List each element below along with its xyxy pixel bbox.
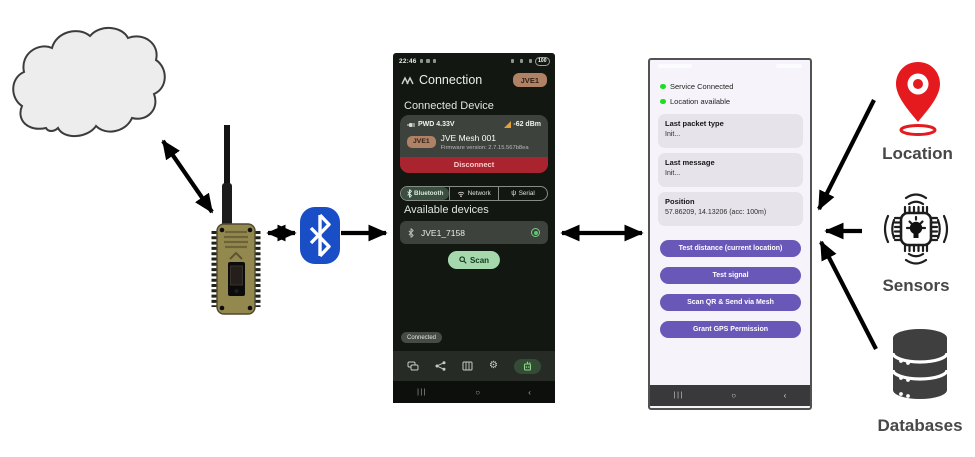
status-icon [419, 59, 424, 63]
android-navbar: ||| ○ ‹ [393, 381, 555, 403]
sensor-chip-icon [883, 193, 949, 265]
phone2-statusbar [658, 64, 692, 68]
database-icon [891, 329, 949, 399]
position-card: Position 57.86209, 14.13206 (acc: 100m) [658, 192, 803, 226]
tab-network[interactable]: Network [449, 187, 498, 200]
device-selected-radio[interactable] [531, 228, 540, 237]
android-navbar: ||| ○ ‹ [650, 385, 810, 406]
cloud-icon [12, 27, 166, 137]
signal-icon [528, 59, 533, 63]
search-icon [459, 256, 467, 264]
bluetooth-icon [300, 207, 340, 264]
card-value: Init... [665, 131, 681, 138]
battery-indicator: 100 [534, 56, 550, 66]
arrow-location-phone [817, 99, 876, 211]
databases-node: Databases [868, 328, 972, 436]
bluetooth-icon [406, 189, 412, 198]
device-name: JVE Mesh 001 [440, 133, 496, 143]
map-icon[interactable] [462, 361, 473, 371]
card-value: Init... [665, 170, 681, 177]
sensors-label: Sensors [882, 276, 950, 295]
home-button[interactable]: ○ [731, 391, 737, 400]
home-button[interactable]: ○ [475, 387, 481, 397]
card-title: Last message [665, 158, 715, 167]
device-badge: JVE1 [407, 135, 436, 148]
location-status-row: Location available [660, 97, 730, 106]
status-time: 22:46 [399, 57, 417, 65]
signal-strength-icon [504, 121, 512, 128]
status-icon [432, 59, 437, 63]
phone1-statusbar: 22:46 100 [399, 56, 550, 66]
bluetooth-icon [408, 227, 414, 238]
phone2-status-icons [776, 64, 802, 68]
green-status-dot [660, 98, 666, 105]
connected-status-chip: Connected [401, 332, 443, 343]
messages-icon[interactable] [407, 361, 419, 371]
location-node: Location [870, 60, 965, 164]
available-devices-heading: Available devices [404, 204, 489, 216]
test-signal-button[interactable]: Test signal [660, 267, 801, 284]
usb-icon: ψ [511, 190, 517, 197]
power-reading: PWD 4.33V [418, 121, 455, 128]
connected-device-heading: Connected Device [404, 100, 494, 112]
recents-button[interactable]: ||| [417, 388, 428, 396]
grant-gps-button[interactable]: Grant GPS Permission [660, 321, 801, 338]
firmware-version: Firmware version: 2.7.15.567b8ea [440, 144, 529, 151]
device-badge[interactable]: JVE1 [512, 73, 547, 87]
arrow-databases-phone [819, 240, 878, 350]
disconnect-button[interactable]: Disconnect [400, 156, 548, 173]
rssi-reading: -62 dBm [513, 121, 541, 128]
databases-label: Databases [877, 416, 963, 435]
card-title: Last packet type [665, 119, 724, 128]
arrow-cloud-device [161, 139, 214, 214]
power-icon [407, 122, 415, 127]
green-status-dot [660, 83, 666, 90]
tab-label: Bluetooth [414, 190, 444, 197]
available-device-row[interactable]: JVE1_7158 [400, 221, 548, 244]
service-status-label: Service Connected [670, 82, 734, 91]
connected-device-card: PWD 4.33V -62 dBm JVE1 JVE Mesh 001 Firm… [400, 115, 548, 173]
mute-icon [510, 59, 515, 63]
service-status-row: Service Connected [660, 82, 733, 91]
app-logo-icon [401, 75, 414, 84]
location-label: Location [882, 144, 953, 163]
location-status-label: Location available [670, 97, 731, 106]
wifi-icon [457, 191, 465, 197]
settings-gear-icon[interactable]: ⚙ [489, 360, 498, 371]
status-icon [426, 59, 430, 63]
sensors-node: Sensors [866, 190, 966, 296]
last-packet-card: Last packet type Init... [658, 114, 803, 148]
tab-bluetooth[interactable]: Bluetooth [401, 187, 449, 200]
connection-type-tabs: Bluetooth Network ψ Serial [400, 186, 548, 201]
tab-label: Serial [518, 190, 535, 197]
back-button[interactable]: ‹ [783, 391, 787, 400]
card-title: Position [665, 197, 695, 206]
test-distance-button[interactable]: Test distance (current location) [660, 240, 801, 257]
last-message-card: Last message Init... [658, 153, 803, 187]
device-tab-active[interactable] [513, 358, 541, 374]
bottom-navigation: ⚙ [393, 351, 555, 381]
phone1-header: Connection JVE1 [401, 70, 547, 90]
scan-label: Scan [469, 255, 490, 265]
scan-qr-send-button[interactable]: Scan QR & Send via Mesh [660, 294, 801, 311]
recents-button[interactable]: ||| [673, 392, 684, 399]
scan-button[interactable]: Scan [447, 251, 501, 269]
device-name: JVE1_7158 [421, 227, 465, 238]
tab-serial[interactable]: ψ Serial [498, 187, 547, 200]
location-pin-icon [895, 62, 940, 136]
back-button[interactable]: ‹ [528, 387, 531, 397]
connection-app-phone: 22:46 100 Connection JVE1 Connected Devi… [393, 53, 555, 403]
mesh-radio-device [211, 125, 261, 315]
mesh-nodes-icon[interactable] [435, 361, 446, 371]
page-title: Connection [419, 73, 483, 87]
radio-device-icon [523, 361, 532, 371]
card-value: 57.86209, 14.13206 (acc: 100m) [665, 209, 767, 216]
tester-app-phone: Service Connected Location available Las… [648, 58, 812, 410]
tab-label: Network [467, 190, 491, 197]
wifi-icon [519, 59, 524, 63]
